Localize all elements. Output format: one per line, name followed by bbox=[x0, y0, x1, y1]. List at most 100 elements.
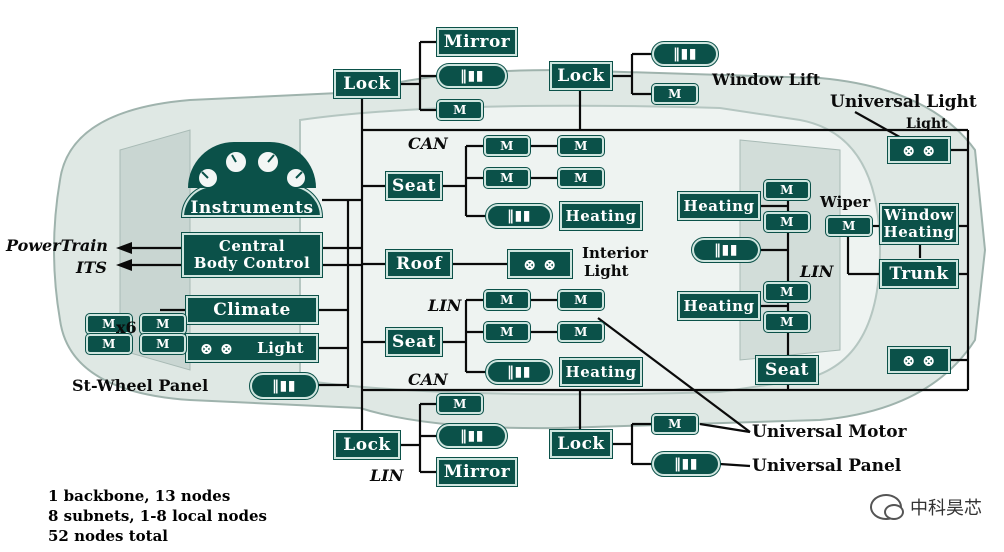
roof-node: Roof bbox=[385, 249, 453, 279]
motor-icon: M bbox=[763, 179, 811, 201]
motor-icon: M bbox=[557, 135, 605, 157]
motor-icon: M bbox=[651, 413, 699, 435]
wiper-label: Wiper bbox=[820, 193, 871, 211]
lamp-icon: ⊗ ⊗ bbox=[199, 338, 234, 358]
motor-icon: M bbox=[85, 333, 133, 355]
motor-icon: M bbox=[763, 281, 811, 303]
motor-icon: M bbox=[557, 321, 605, 343]
universal-light-node: ⊗ ⊗ bbox=[887, 136, 951, 164]
climate-label: Climate bbox=[213, 300, 291, 320]
central-body-control-node: Central Body Control bbox=[181, 232, 323, 278]
heating-front-label: Heating bbox=[565, 207, 637, 225]
motor-icon: M bbox=[436, 99, 484, 121]
lock-bottom-left-label: Lock bbox=[343, 435, 391, 455]
motor-icon: M bbox=[85, 313, 133, 335]
panel-icon: ‖▮▮ bbox=[436, 423, 508, 449]
mirror-bottom-node: Mirror bbox=[436, 457, 518, 487]
panel-icon: ‖▮▮ bbox=[691, 237, 761, 263]
instruments-label: Instruments bbox=[190, 198, 314, 218]
motor-icon: M bbox=[436, 393, 484, 415]
motor-icon: M bbox=[483, 321, 531, 343]
lock-bottom-right-label: Lock bbox=[557, 434, 605, 454]
window-heating-node: Window Heating bbox=[879, 203, 959, 245]
st-wheel-panel-label: St-Wheel Panel bbox=[72, 376, 209, 395]
seat-rear-label: Seat bbox=[392, 332, 436, 352]
lock-top-right-label: Lock bbox=[557, 66, 605, 86]
universal-light-label: Universal Light bbox=[830, 92, 977, 112]
motor-icon: M bbox=[763, 311, 811, 333]
roof-label: Roof bbox=[395, 254, 443, 274]
interior-light-label-2: Light bbox=[584, 262, 629, 280]
instruments-dials-icon bbox=[188, 142, 316, 188]
universal-motor-label: Universal Motor bbox=[752, 422, 907, 442]
trunk-label: Trunk bbox=[889, 264, 949, 284]
motor-icon: M bbox=[557, 167, 605, 189]
interior-light-node: ⊗ ⊗ bbox=[507, 249, 573, 279]
lin-front-label: LIN bbox=[428, 296, 462, 315]
can-bottom-label: CAN bbox=[408, 370, 448, 389]
lin-bottom-label: LIN bbox=[370, 466, 404, 485]
heating-rear-label: Heating bbox=[565, 363, 637, 381]
motor-icon: M bbox=[557, 289, 605, 311]
wechat-logo-icon bbox=[870, 494, 904, 520]
lamp-icon: ⊗ ⊗ bbox=[523, 254, 557, 274]
motor-icon: M bbox=[139, 333, 187, 355]
light-left-node: ⊗ ⊗ Light bbox=[185, 333, 319, 363]
instruments-node: Instruments bbox=[181, 184, 323, 218]
its-label: ITS bbox=[76, 258, 107, 277]
lock-top-right-node: Lock bbox=[549, 61, 613, 91]
lin-right-label: LIN bbox=[800, 262, 834, 281]
mirror-top-label: Mirror bbox=[443, 32, 511, 52]
window-heating-label-2: Heating bbox=[883, 223, 955, 241]
motor-icon: M bbox=[763, 211, 811, 233]
legend-line-2: 8 subnets, 1-8 local nodes bbox=[48, 507, 267, 525]
lock-top-left-node: Lock bbox=[333, 69, 401, 99]
window-heating-label-1: Window bbox=[884, 206, 954, 224]
heating-back-1-label: Heating bbox=[683, 197, 755, 215]
central-body-control-label-1: Central bbox=[218, 237, 286, 255]
seat-front-node: Seat bbox=[385, 171, 443, 201]
seat-back-label: Seat bbox=[765, 360, 809, 380]
x6-label: x6 bbox=[116, 318, 137, 337]
panel-icon: ‖▮▮ bbox=[485, 359, 553, 385]
mirror-bottom-label: Mirror bbox=[443, 462, 511, 482]
lamp-icon: ⊗ ⊗ bbox=[902, 350, 936, 370]
motor-icon: M bbox=[483, 135, 531, 157]
motor-icon: M bbox=[483, 289, 531, 311]
heating-back-2-label: Heating bbox=[683, 297, 755, 315]
rear-light-node: ⊗ ⊗ bbox=[887, 346, 951, 374]
motor-icon: M bbox=[651, 83, 699, 105]
motor-icon: M bbox=[825, 215, 873, 237]
universal-panel-icon: ‖▮▮ bbox=[651, 451, 721, 477]
seat-rear-node: Seat bbox=[385, 327, 443, 357]
heating-back-2-node: Heating bbox=[677, 291, 761, 321]
heating-rear-node: Heating bbox=[559, 357, 643, 387]
st-wheel-panel-icon: ‖▮▮ bbox=[249, 372, 319, 400]
climate-node: Climate bbox=[185, 295, 319, 325]
panel-icon: ‖▮▮ bbox=[485, 203, 553, 229]
seat-back-node: Seat bbox=[755, 355, 819, 385]
panel-icon: ‖▮▮ bbox=[436, 63, 508, 89]
window-lift-label: Window Lift bbox=[712, 70, 821, 89]
motor-icon: M bbox=[139, 313, 187, 335]
lock-top-left-label: Lock bbox=[343, 74, 391, 94]
motor-icon: M bbox=[483, 167, 531, 189]
heating-back-1-node: Heating bbox=[677, 191, 761, 221]
universal-panel-label: Universal Panel bbox=[752, 456, 902, 476]
mirror-top-node: Mirror bbox=[436, 27, 518, 57]
legend: 1 backbone, 13 nodes 8 subnets, 1-8 loca… bbox=[48, 486, 267, 546]
legend-line-1: 1 backbone, 13 nodes bbox=[48, 487, 231, 505]
can-top-label: CAN bbox=[408, 134, 448, 153]
universal-light-sub-label: Light bbox=[906, 116, 948, 132]
trunk-node: Trunk bbox=[879, 259, 959, 289]
lock-bottom-right-node: Lock bbox=[549, 429, 613, 459]
panel-icon: ‖▮▮ bbox=[651, 41, 719, 67]
heating-front-node: Heating bbox=[559, 201, 643, 231]
powertrain-label: PowerTrain bbox=[6, 236, 108, 255]
legend-line-3: 52 nodes total bbox=[48, 527, 168, 545]
seat-front-label: Seat bbox=[392, 176, 436, 196]
watermark: 中科昊芯 bbox=[870, 494, 982, 520]
interior-light-label-1: Interior bbox=[582, 244, 648, 262]
lamp-icon: ⊗ ⊗ bbox=[902, 140, 936, 160]
